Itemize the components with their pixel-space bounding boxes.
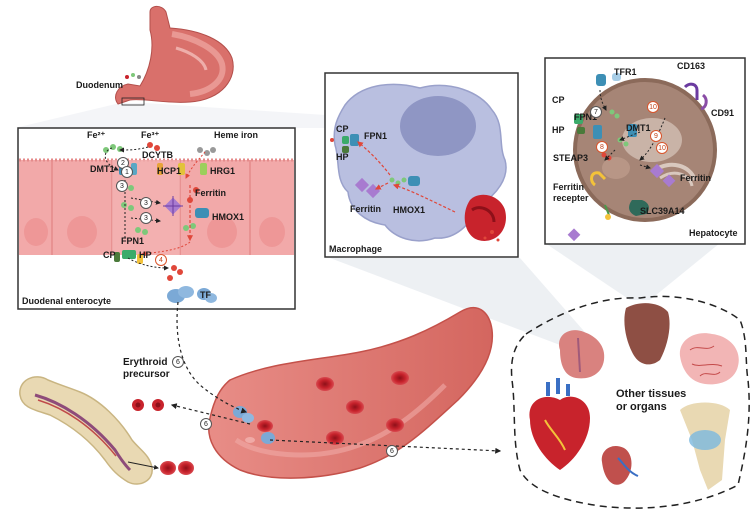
hp-macrophage-label: HP bbox=[336, 152, 349, 162]
brain-icon bbox=[679, 333, 739, 385]
tf-label: TF bbox=[200, 290, 211, 300]
tfr1-label: TFR1 bbox=[614, 67, 637, 77]
step-3-badge-c: 3 bbox=[140, 212, 152, 224]
hmox1-macrophage-label: HMOX1 bbox=[393, 205, 426, 215]
fpn1-hepatocyte-label: FPN1 bbox=[574, 112, 598, 122]
step-3-badge-a: 3 bbox=[116, 180, 128, 192]
hepatocyte-receptors bbox=[574, 73, 708, 220]
stomach-icon bbox=[115, 5, 234, 106]
step-10-badge-a: 10 bbox=[647, 101, 659, 113]
step-8-badge: 8 bbox=[596, 141, 608, 153]
kidney-icon bbox=[601, 445, 639, 485]
step-6-badge-c: 6 bbox=[386, 445, 398, 457]
step-6-badge-b: 6 bbox=[200, 418, 212, 430]
dmt1-hepatocyte-label: DMT1 bbox=[626, 123, 651, 133]
ferritin-hepatocyte-label: Ferritin bbox=[680, 173, 712, 183]
cp-hepatocyte-label: CP bbox=[552, 95, 565, 105]
macrophage-contents bbox=[330, 134, 456, 213]
hrg1-label: HRG1 bbox=[210, 166, 236, 176]
cp-macrophage-label: CP bbox=[336, 124, 349, 134]
fpn1-macrophage-label: FPN1 bbox=[364, 131, 388, 141]
hepatocyte-cell bbox=[573, 78, 717, 222]
knee-joint-icon bbox=[680, 402, 730, 490]
erythroid-precursor-label: Erythroid precursor bbox=[123, 357, 170, 380]
cp-enterocyte-label: CP bbox=[103, 250, 116, 260]
transport-arrows bbox=[170, 301, 502, 454]
dmt1-label: DMT1 bbox=[90, 164, 115, 174]
hp-enterocyte-label: HP bbox=[139, 250, 152, 260]
hcp1-label: HCP1 bbox=[157, 166, 182, 176]
steap3-label: STEAP3 bbox=[553, 153, 589, 163]
hmox1-enterocyte-label: HMOX1 bbox=[212, 212, 245, 222]
cd91-label: CD91 bbox=[711, 108, 735, 118]
hepatocyte-label: Hepatocyte bbox=[689, 228, 738, 238]
heme-iron-label: Heme iron bbox=[214, 130, 259, 140]
lung-icon bbox=[559, 330, 605, 379]
ferritin-macrophage-label: Ferritin bbox=[350, 204, 382, 214]
macrophage-cell bbox=[333, 83, 507, 242]
macrophage-label: Macrophage bbox=[329, 244, 383, 254]
cd163-label: CD163 bbox=[677, 61, 706, 71]
slc39a14-label: SLC39A14 bbox=[640, 206, 685, 216]
blood-vessel-icon bbox=[208, 306, 494, 479]
step-4-badge: 4 bbox=[155, 254, 167, 266]
heart-icon bbox=[529, 378, 590, 470]
ferritin-enterocyte-label: Ferritin bbox=[195, 188, 227, 198]
fe2-label: Fe²⁺ bbox=[87, 130, 106, 140]
hp-hepatocyte-label: HP bbox=[552, 125, 565, 135]
duodenal-enterocyte-label: Duodenal enterocyte bbox=[22, 296, 112, 306]
step-3-badge-b: 3 bbox=[140, 197, 152, 209]
step-6-badge-a: 6 bbox=[172, 356, 184, 368]
step-7-badge: 7 bbox=[590, 106, 602, 118]
step-9-badge: 9 bbox=[650, 130, 662, 142]
dcytb-label: DCYTB bbox=[142, 150, 173, 160]
ferritin-receptor-label: Ferritin recepter bbox=[553, 182, 589, 203]
other-tissues-label: Other tissues or organs bbox=[616, 388, 687, 413]
liver-icon bbox=[624, 303, 670, 365]
transferrin-icon bbox=[167, 286, 194, 303]
transferrin-icon-blood bbox=[197, 288, 217, 303]
step-10-badge-b: 10 bbox=[656, 142, 668, 154]
bone-icon bbox=[19, 376, 153, 485]
step-1-badge: 1 bbox=[121, 166, 133, 178]
ferritin-icon bbox=[163, 196, 183, 216]
fe3-label: Fe³⁺ bbox=[141, 130, 160, 140]
fpn1-enterocyte-label: FPN1 bbox=[121, 236, 145, 246]
duodenum-label: Duodenum bbox=[76, 80, 123, 90]
other-tissues-boundary bbox=[510, 295, 750, 509]
erythroid-precursor-cells bbox=[127, 399, 194, 475]
